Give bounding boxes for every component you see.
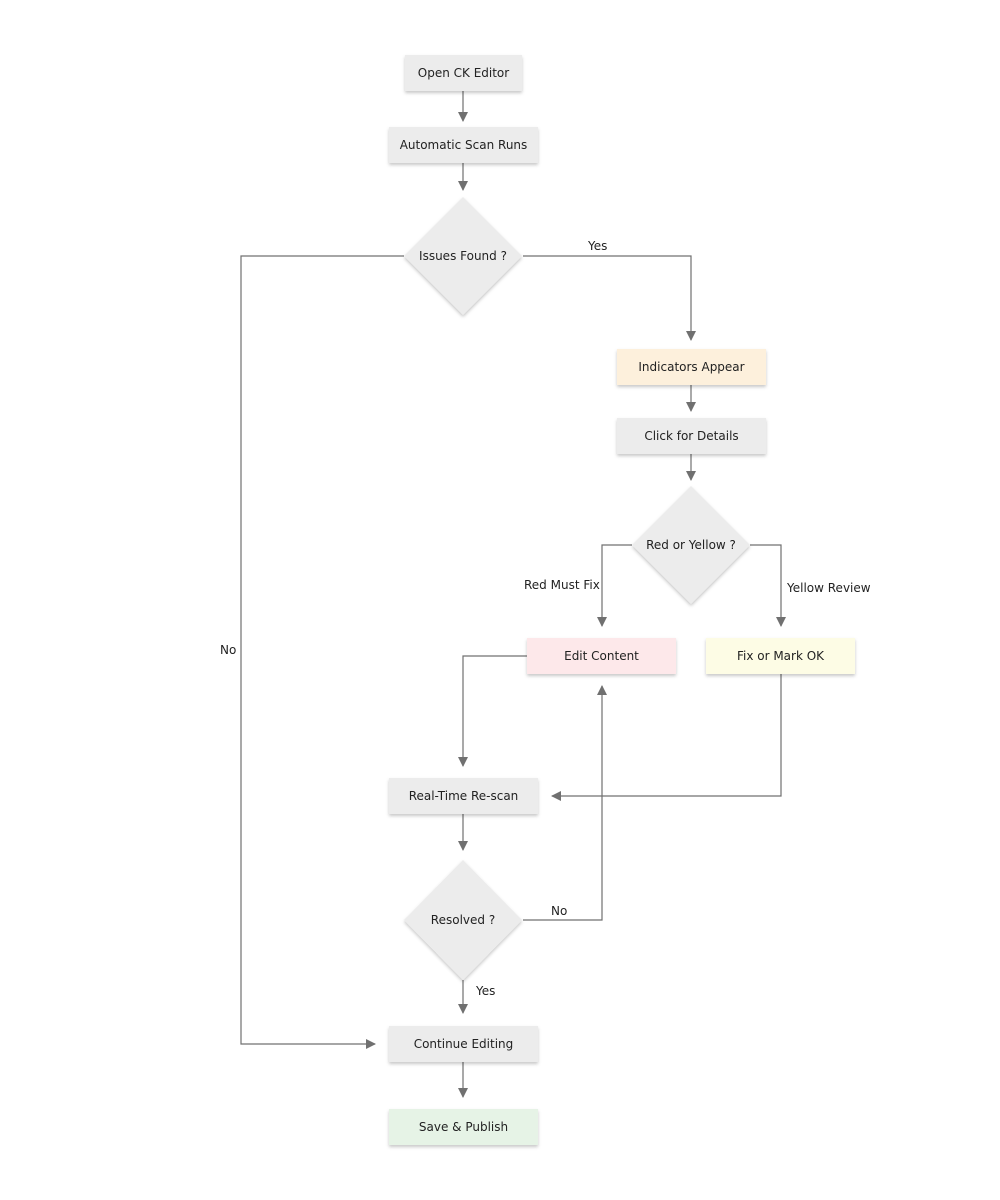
node-edit-content: Edit Content	[527, 638, 676, 674]
edge-label-resolved-no: No	[551, 904, 567, 918]
node-rescan: Real-Time Re-scan	[389, 778, 538, 814]
edge-red	[597, 544, 632, 627]
node-red-or-yellow: Red or Yellow ?	[632, 486, 750, 604]
node-click-details-box	[617, 418, 766, 454]
node-fix-or-mark: Fix or Mark OK	[706, 638, 855, 674]
edge-edit-to-rescan	[458, 655, 527, 767]
node-save-publish-box	[389, 1109, 538, 1145]
edge-label-issues-yes: Yes	[587, 239, 607, 253]
node-auto-scan: Automatic Scan Runs	[389, 127, 538, 163]
edge-label-yellow: Yellow Review	[786, 581, 871, 595]
node-open-editor-label: Open CK Editor	[418, 66, 510, 80]
node-edit-content-box	[527, 638, 676, 674]
node-edit-content-label: Edit Content	[564, 649, 639, 663]
node-issues-found-diamond	[404, 197, 522, 315]
node-resolved-label: Resolved ?	[431, 913, 495, 927]
node-click-details: Click for Details	[617, 418, 766, 454]
node-open-editor: Open CK Editor	[405, 55, 522, 91]
edge-label-red: Red Must Fix	[524, 578, 600, 592]
edge-fix-to-rescan	[551, 674, 782, 801]
node-resolved-diamond	[404, 860, 522, 980]
node-red-or-yellow-diamond	[632, 486, 750, 604]
node-issues-found-label: Issues Found ?	[419, 249, 507, 263]
node-continue-editing: Continue Editing	[389, 1026, 538, 1062]
edge-resolved-no	[523, 685, 607, 921]
node-click-details-label: Click for Details	[644, 429, 738, 443]
node-indicators: Indicators Appear	[617, 349, 766, 385]
edge-issues-no	[240, 255, 404, 1049]
node-issues-found: Issues Found ?	[404, 197, 522, 315]
node-open-editor-box	[405, 55, 522, 91]
node-rescan-label: Real-Time Re-scan	[409, 789, 519, 803]
node-fix-or-mark-label: Fix or Mark OK	[737, 649, 825, 663]
node-auto-scan-label: Automatic Scan Runs	[400, 138, 528, 152]
node-continue-editing-box	[389, 1026, 538, 1062]
node-resolved: Resolved ?	[404, 860, 522, 980]
node-continue-editing-label: Continue Editing	[414, 1037, 514, 1051]
node-save-publish-label: Save & Publish	[419, 1120, 508, 1134]
node-auto-scan-box	[389, 127, 538, 163]
edge-label-issues-no: No	[220, 643, 236, 657]
node-save-publish: Save & Publish	[389, 1109, 538, 1145]
node-red-or-yellow-label: Red or Yellow ?	[646, 538, 736, 552]
node-rescan-box	[389, 778, 538, 814]
node-fix-or-mark-box	[706, 638, 855, 674]
edge-issues-yes	[523, 255, 696, 341]
edge-yellow	[750, 544, 786, 627]
edge-label-resolved-yes: Yes	[475, 984, 495, 998]
node-indicators-label: Indicators Appear	[638, 360, 744, 374]
node-indicators-box	[617, 349, 766, 385]
